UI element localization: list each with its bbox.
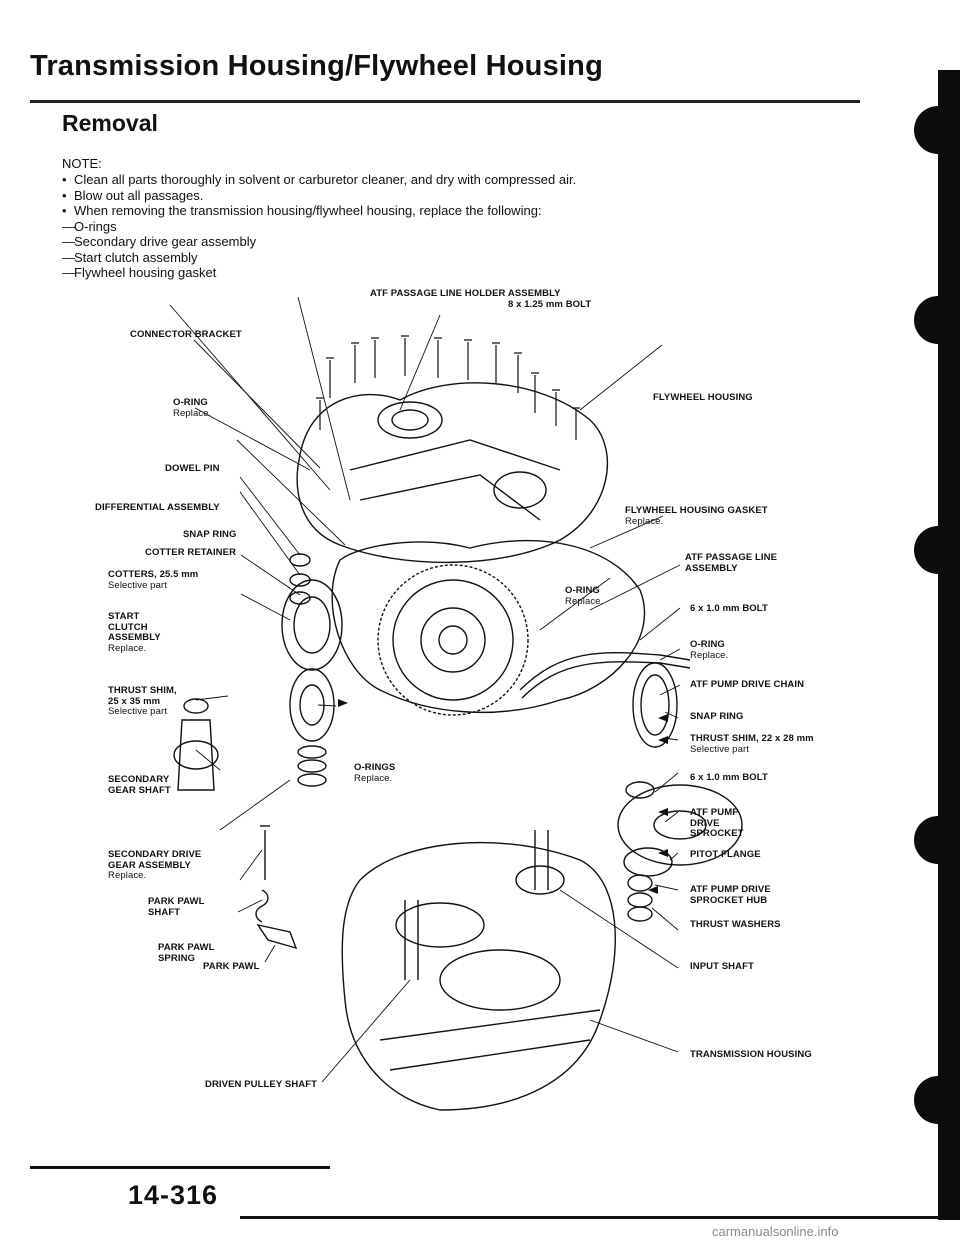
page-number: 14-316: [128, 1180, 219, 1210]
note-bullet: Clean all parts thoroughly in solvent or…: [62, 172, 882, 188]
label-cotter-retainer: COTTER RETAINER: [145, 547, 237, 558]
label-snap-ring-2: SNAP RING: [690, 711, 744, 722]
replace-item: Secondary drive gear assembly: [62, 234, 882, 250]
label-thrust-washers: THRUST WASHERS: [690, 919, 781, 930]
watermark: carmanualsonline.info: [712, 1224, 839, 1239]
differential-bore: [493, 471, 547, 509]
footer-rule-bottom: [240, 1216, 940, 1219]
label-atf-passage-line-holder: ATF PASSAGE LINE HOLDER ASSEMBLY: [370, 288, 561, 299]
section-title: Removal: [62, 110, 158, 136]
label-pitot-flange: PITOT FLANGE: [690, 849, 761, 860]
transmission-housing-outline: [341, 841, 616, 1111]
label-atf-passage-line-assembly: ATF PASSAGE LINE ASSEMBLY: [685, 552, 778, 574]
label-secondary-gear-shaft: SECONDARY GEAR SHAFT: [108, 774, 171, 796]
label-park-pawl: PARK PAWL: [203, 961, 260, 972]
driven-pulley-shaft: [404, 900, 419, 980]
label-transmission-housing: TRANSMISSION HOUSING: [690, 1049, 812, 1060]
differential-ring-gear: [377, 564, 529, 716]
label-flywheel-housing-gasket: FLYWHEEL HOUSING GASKET Replace.: [625, 505, 768, 527]
atf-passage-line: [519, 652, 691, 691]
pitot-flange: [623, 847, 673, 877]
note-bullet: Blow out all passages.: [62, 188, 882, 204]
label-bolt-6x10-1: 6 x 1.0 mm BOLT: [690, 603, 768, 614]
replace-item: O-rings: [62, 219, 882, 235]
label-bolt-8x125: 8 x 1.25 mm BOLT: [508, 299, 592, 310]
secondary-gear-shaft: [177, 719, 215, 791]
atf-pump-drive-chain: [632, 662, 678, 748]
note-list: Clean all parts thoroughly in solvent or…: [62, 172, 882, 281]
label-differential-assembly: DIFFERENTIAL ASSEMBLY: [95, 502, 220, 513]
label-o-rings: O-RINGS Replace.: [354, 762, 396, 784]
label-secondary-drive-gear: SECONDARY DRIVE GEAR ASSEMBLY Replace.: [108, 849, 202, 881]
atf-pump-sprocket: [617, 784, 743, 866]
label-atf-pump-drive-chain: ATF PUMP DRIVE CHAIN: [690, 679, 805, 690]
park-pawl: [256, 923, 298, 950]
page-title: Transmission Housing/Flywheel Housing: [30, 50, 603, 82]
label-atf-pump-drive-sprocket: ATF PUMP DRIVE SPROCKET: [690, 807, 744, 839]
label-snap-ring-1: SNAP RING: [183, 529, 237, 540]
label-thrust-shim-25: THRUST SHIM, 25 x 35 mm Selective part: [108, 685, 177, 717]
label-bolt-6x10-2: 6 x 1.0 mm BOLT: [690, 772, 768, 783]
label-cotters: COTTERS, 25.5 mm Selective part: [108, 569, 199, 591]
note-bullet: When removing the transmission housing/f…: [62, 203, 882, 219]
label-o-ring-2: O-RING Replace.: [565, 585, 604, 607]
label-o-ring-3: O-RING Replace.: [690, 639, 729, 661]
title-rule: [30, 100, 860, 103]
note-label: NOTE:: [62, 156, 102, 171]
label-park-pawl-shaft: PARK PAWL SHAFT: [148, 896, 205, 918]
input-shaft: [534, 830, 549, 890]
secondary-drive-gear: [289, 668, 335, 742]
label-start-clutch: START CLUTCH ASSEMBLY Replace.: [108, 611, 161, 654]
label-driven-pulley-shaft: DRIVEN PULLEY SHAFT: [205, 1079, 318, 1090]
park-pawl-spring: [255, 889, 269, 923]
label-connector-bracket: CONNECTOR BRACKET: [130, 329, 242, 340]
label-thrust-shim-22: THRUST SHIM, 22 x 28 mm Selective part: [690, 733, 814, 755]
footer-rule-left: [30, 1166, 330, 1169]
label-flywheel-housing: FLYWHEEL HOUSING: [653, 392, 753, 403]
label-dowel-pin: DOWEL PIN: [165, 463, 220, 474]
thrust-shim-25: [183, 698, 209, 714]
bolt-group: [316, 335, 580, 440]
label-atf-pump-drive-sprocket-hub: ATF PUMP DRIVE SPROCKET HUB: [690, 884, 771, 906]
page-edge-bar: [938, 70, 960, 1220]
flywheel-housing-outline: [296, 382, 609, 564]
flywheel-housing-bore: [377, 401, 443, 439]
replace-item: Flywheel housing gasket: [62, 265, 882, 281]
page-tab-marks: [914, 106, 960, 1124]
label-o-ring-1: O-RING Replace.: [173, 397, 212, 419]
label-park-pawl-spring: PARK PAWL SPRING: [158, 942, 215, 964]
start-clutch-drum: [281, 579, 343, 671]
replace-item: Start clutch assembly: [62, 250, 882, 266]
label-input-shaft: INPUT SHAFT: [690, 961, 754, 972]
gasket-outline: [331, 539, 646, 714]
